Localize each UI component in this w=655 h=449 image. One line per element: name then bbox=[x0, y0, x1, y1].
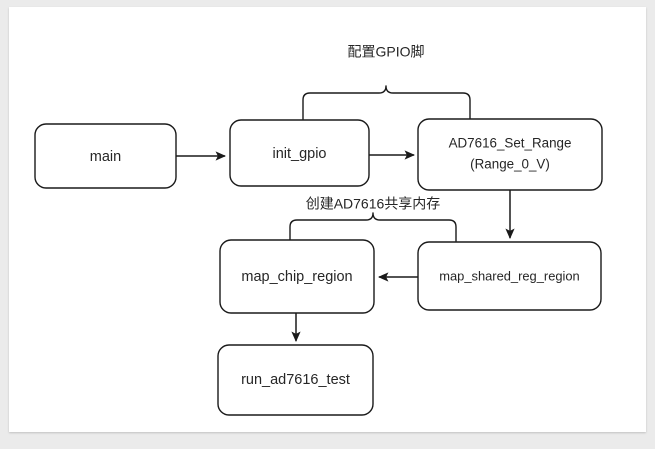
brace-shm-icon bbox=[289, 212, 457, 242]
node-ad7616-set-range-label-line1: AD7616_Set_Range bbox=[449, 136, 572, 151]
node-init-gpio-box[interactable] bbox=[229, 119, 370, 187]
node-main-label: main bbox=[90, 149, 121, 165]
node-map-shared-reg-region-box[interactable] bbox=[417, 241, 602, 311]
node-init-gpio[interactable]: init_gpio bbox=[229, 119, 370, 187]
node-map-chip-region-box[interactable] bbox=[219, 239, 375, 314]
annotation-shm-group: 创建AD7616共享内存 bbox=[289, 196, 457, 242]
node-ad7616-set-range-box[interactable] bbox=[417, 118, 603, 191]
annotation-gpio-label: 配置GPIO脚 bbox=[347, 44, 424, 60]
node-init-gpio-label: init_gpio bbox=[272, 146, 326, 162]
annotation-gpio-group: 配置GPIO脚 bbox=[302, 44, 471, 120]
node-map-chip-region-label: map_chip_region bbox=[241, 269, 352, 285]
node-run-ad7616-test[interactable]: run_ad7616_test bbox=[217, 344, 374, 416]
node-map-chip-region[interactable]: map_chip_region bbox=[219, 239, 375, 314]
node-main[interactable]: main bbox=[34, 123, 177, 189]
brace-gpio-icon bbox=[302, 85, 471, 120]
node-run-ad7616-test-label: run_ad7616_test bbox=[241, 372, 350, 388]
node-map-shared-reg-region[interactable]: map_shared_reg_region bbox=[417, 241, 602, 311]
node-run-ad7616-test-box[interactable] bbox=[217, 344, 374, 416]
annotation-shm-label: 创建AD7616共享内存 bbox=[306, 196, 441, 212]
node-map-shared-reg-region-label: map_shared_reg_region bbox=[439, 268, 579, 283]
node-ad7616-set-range[interactable]: AD7616_Set_Range (Range_0_V) bbox=[417, 118, 603, 191]
node-ad7616-set-range-label-line2: (Range_0_V) bbox=[470, 157, 550, 172]
